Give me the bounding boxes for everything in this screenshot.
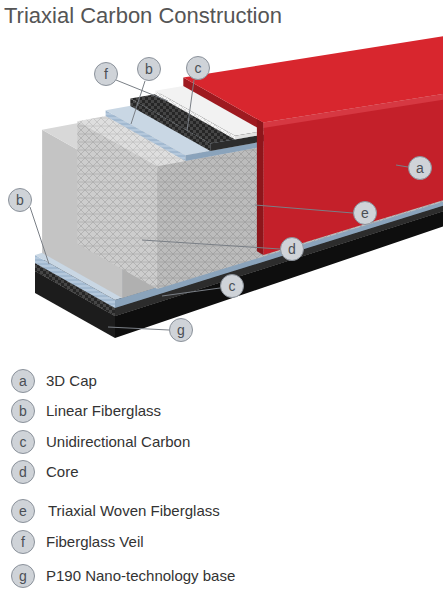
- callout-circle: b: [8, 188, 32, 212]
- callout-letter: g: [177, 322, 185, 338]
- legend-text: Linear Fiberglass: [46, 401, 161, 421]
- callout-letter: c: [195, 60, 202, 76]
- callout-letter: b: [16, 192, 24, 208]
- callout-letter: d: [19, 464, 27, 480]
- callout-letter: a: [416, 160, 424, 176]
- callout-circle: c: [186, 56, 210, 80]
- callout-circle: b: [137, 57, 161, 81]
- legend-circle: a: [11, 369, 35, 393]
- callout-letter: e: [361, 205, 369, 221]
- callout-letter: g: [19, 568, 27, 584]
- callout-circle: e: [353, 201, 377, 225]
- legend-text: Core: [46, 462, 79, 482]
- legend-circle: c: [11, 430, 35, 454]
- legend-circle: g: [11, 564, 35, 588]
- callout-letter: f: [104, 66, 108, 82]
- diagram-title: Triaxial Carbon Construction: [4, 3, 282, 29]
- legend-text: P190 Nano-technology base: [46, 566, 235, 586]
- callout-circle: g: [169, 318, 193, 342]
- legend-text: Triaxial Woven Fiberglass: [48, 501, 220, 521]
- callout-letter: a: [19, 373, 27, 389]
- legend-circle: e: [11, 499, 35, 523]
- legend-circle: f: [11, 530, 35, 554]
- legend-circle: d: [11, 460, 35, 484]
- legend-text: 3D Cap: [46, 371, 97, 391]
- callout-circle: f: [94, 62, 118, 86]
- callout-letter: d: [288, 241, 296, 257]
- callout-circle: a: [408, 156, 432, 180]
- legend-text: Fiberglass Veil: [46, 532, 144, 552]
- callout-letter: c: [20, 434, 27, 450]
- callout-letter: b: [19, 403, 27, 419]
- callout-letter: b: [145, 61, 153, 77]
- legend-circle: b: [11, 399, 35, 423]
- legend-text: Unidirectional Carbon: [46, 432, 190, 452]
- callout-letter: c: [229, 278, 236, 294]
- callout-circle: c: [220, 274, 244, 298]
- callout-circle: d: [280, 237, 304, 261]
- callout-letter: f: [21, 534, 25, 550]
- callout-letter: e: [19, 503, 27, 519]
